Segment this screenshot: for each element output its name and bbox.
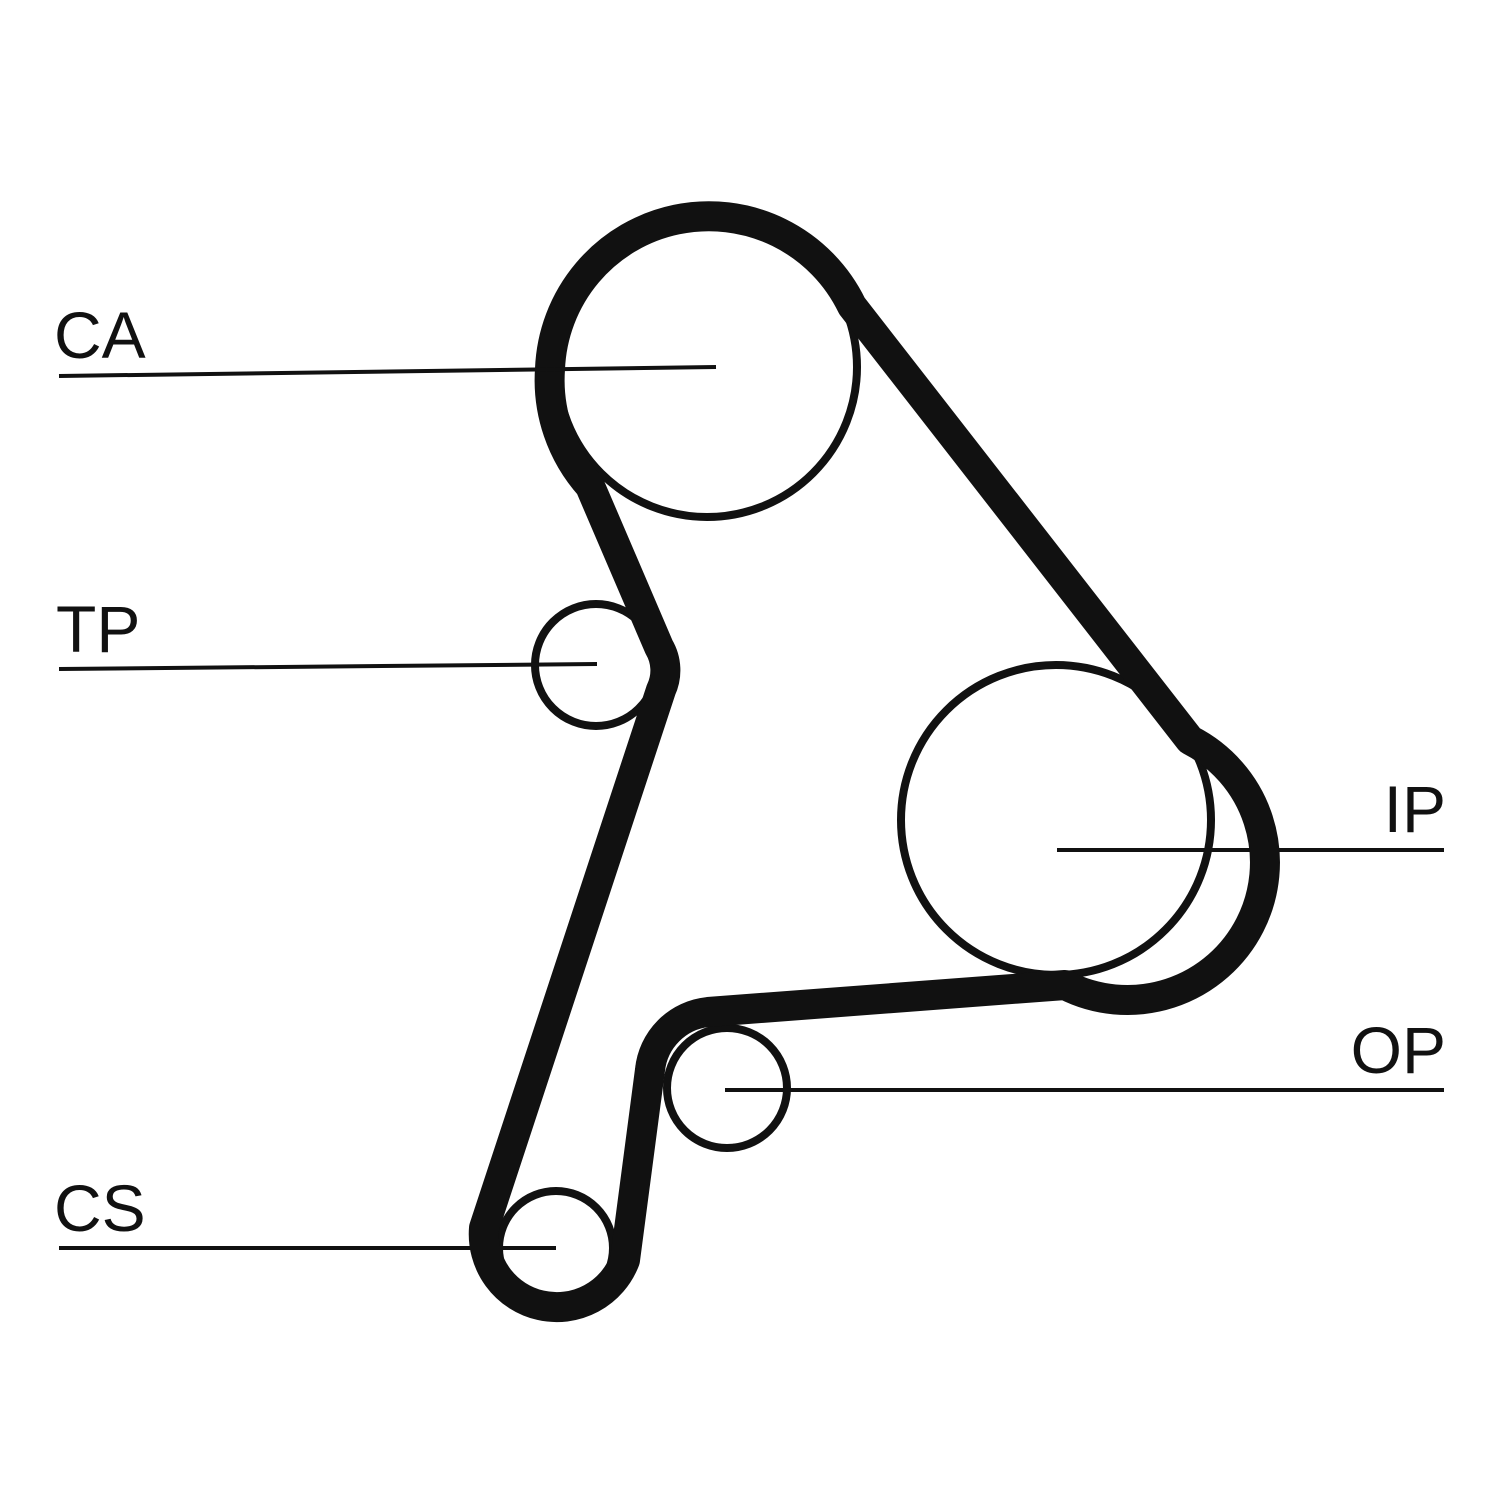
- label-ip: IP: [1384, 772, 1446, 846]
- leader-line-ca: [58, 365, 717, 378]
- label-ca: CA: [54, 298, 146, 372]
- leader-line-tp: [58, 662, 598, 671]
- label-op: OP: [1351, 1013, 1446, 1087]
- label-tp: TP: [56, 592, 140, 666]
- timing-belt: [468, 201, 1280, 1323]
- label-cs: CS: [54, 1171, 146, 1245]
